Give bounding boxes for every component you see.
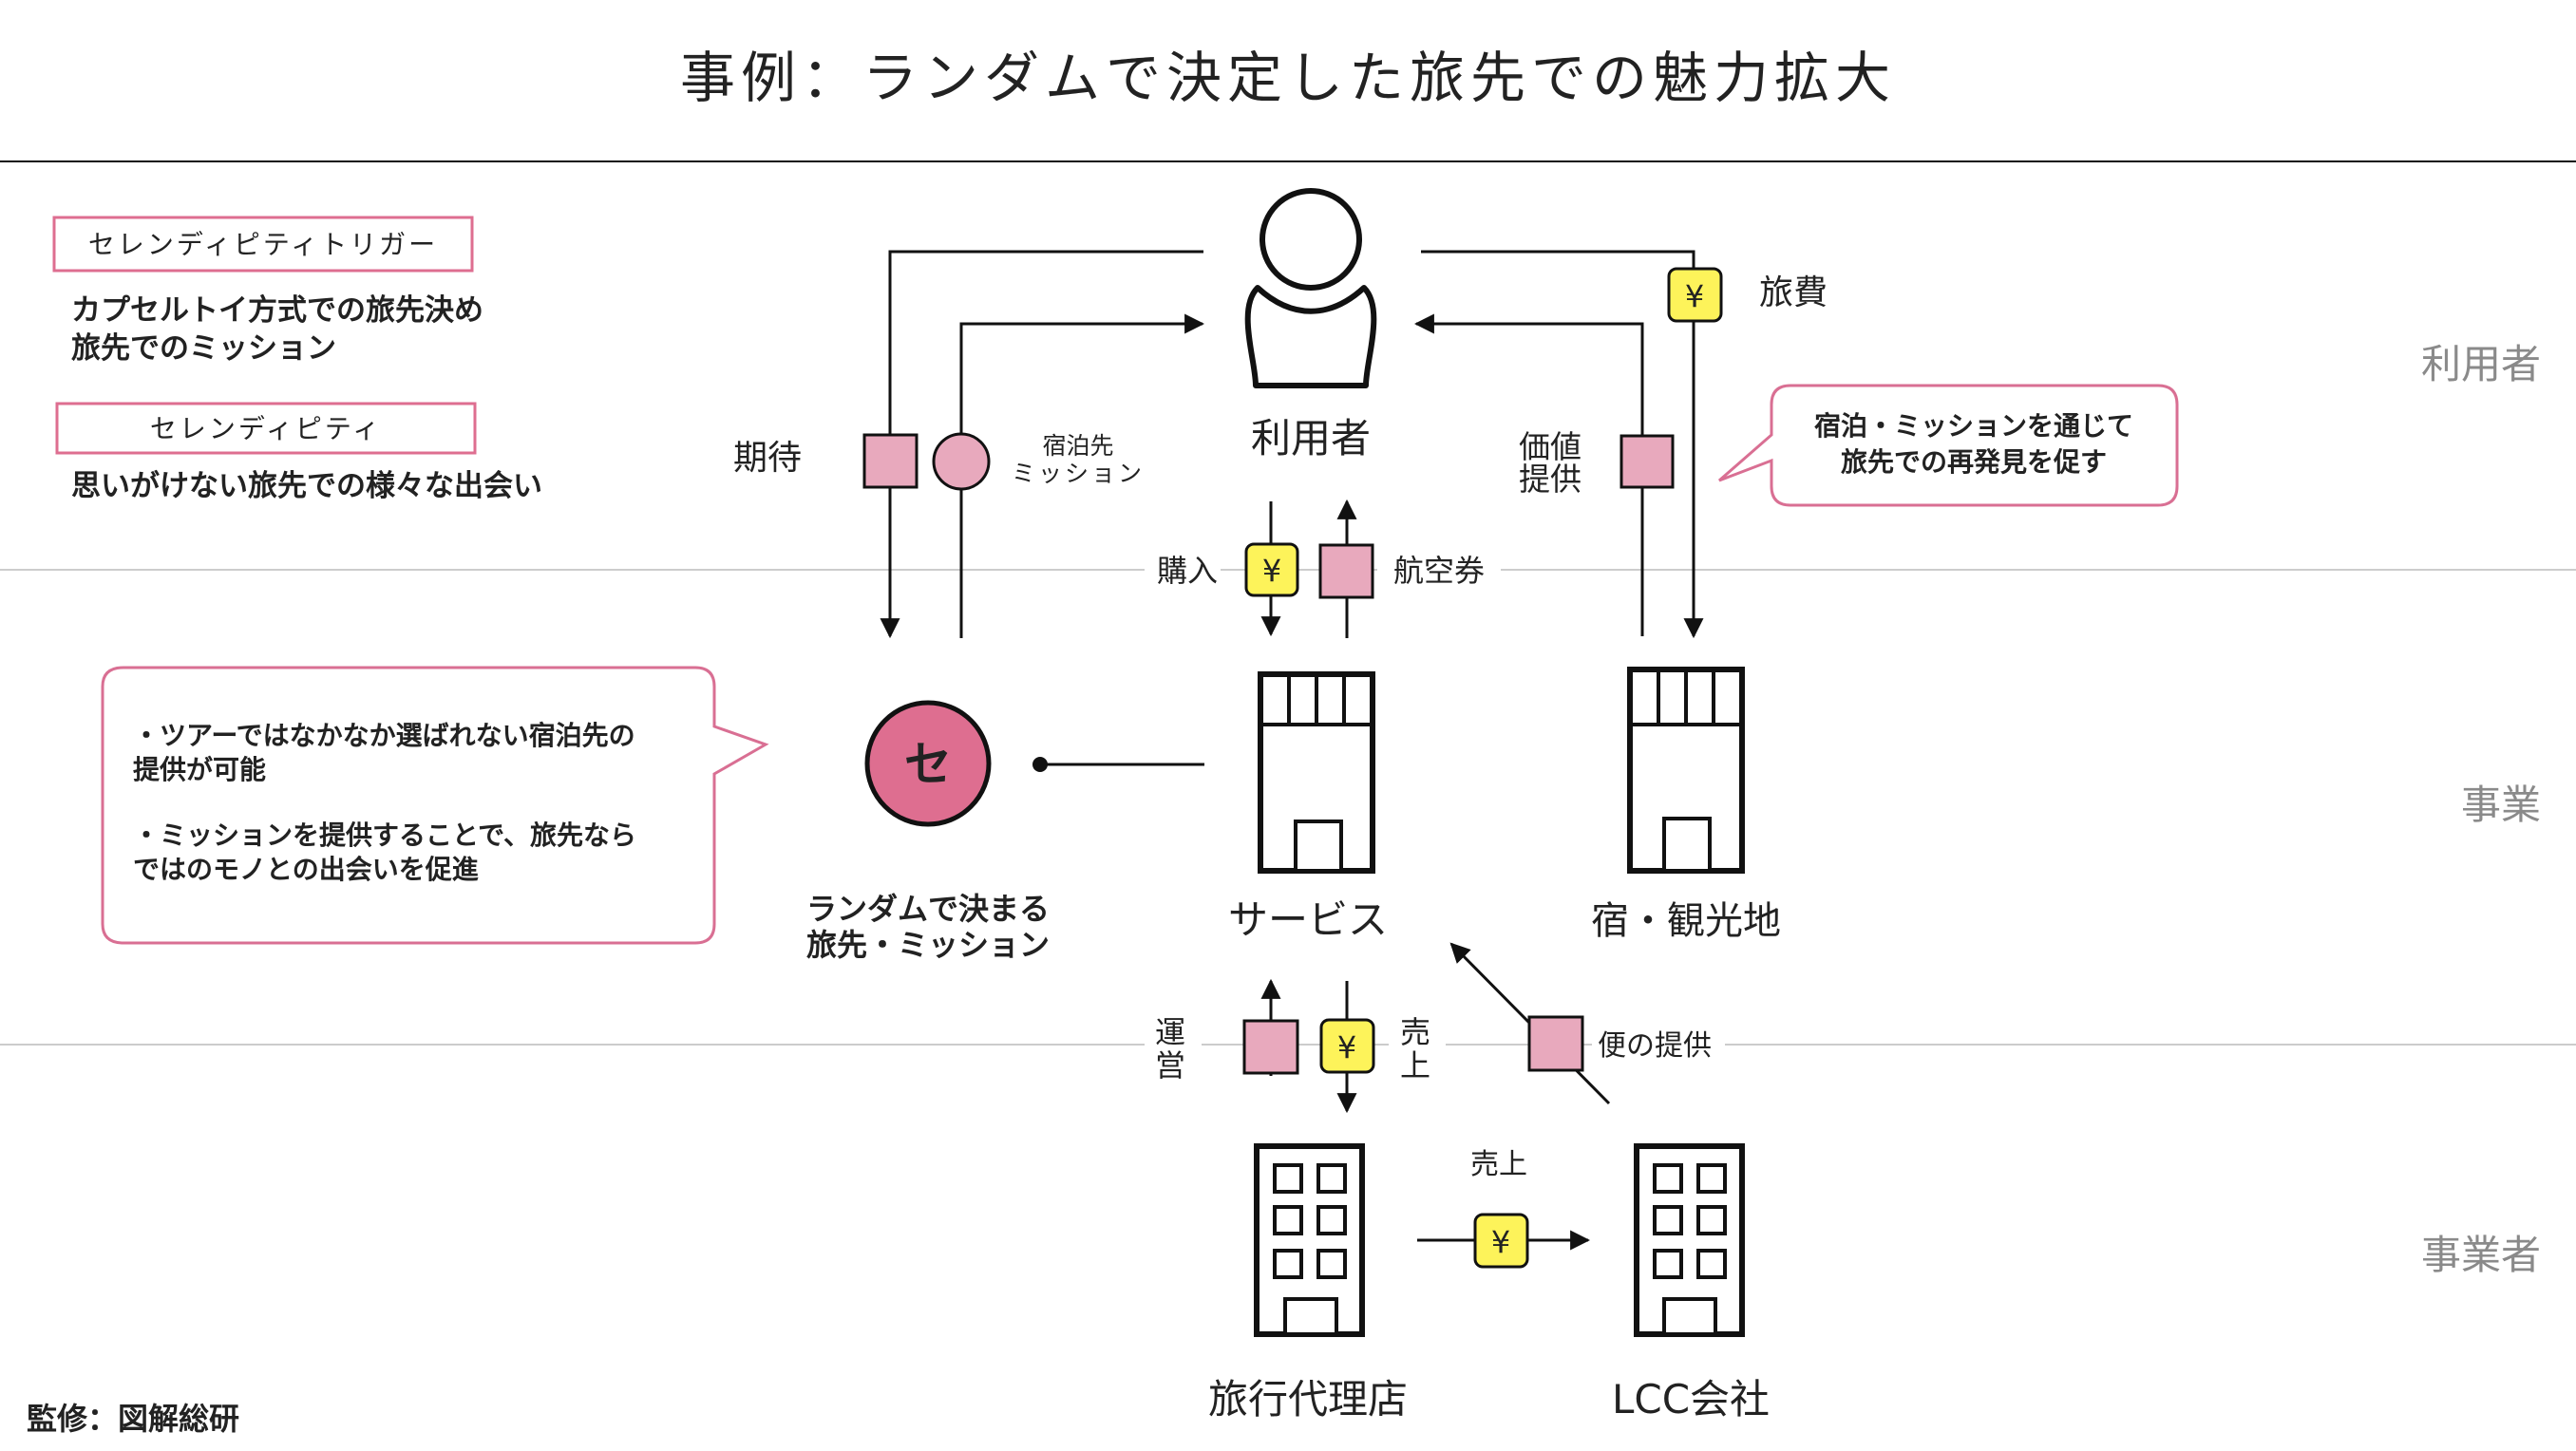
left-callout-line-3: ・ミッションを提供することで、旅先なら bbox=[133, 820, 636, 851]
operation-label-bg bbox=[1145, 1007, 1202, 1083]
flight-label-bg bbox=[1592, 1026, 1725, 1065]
operation-pink-square bbox=[1242, 1019, 1299, 1075]
travel-cost-label: 旅費 bbox=[1759, 273, 1828, 312]
lodging-mission-label-2: ミッション bbox=[1012, 460, 1145, 487]
trigger-line-2: 旅先でのミッション bbox=[71, 331, 336, 366]
right-callout-line-2: 旅先での再発見を促す bbox=[1841, 446, 2107, 478]
right-callout-line-1: 宿泊・ミッションを通じて bbox=[1814, 410, 2133, 442]
lcc-sales-yen-symbol: ¥ bbox=[1491, 1224, 1510, 1260]
left-callout-line-1: ・ツアーではなかなか選ばれない宿泊先の bbox=[133, 720, 635, 751]
random-label-2: 旅先・ミッション bbox=[806, 927, 1050, 963]
layer-label-business: 事業 bbox=[2461, 782, 2541, 828]
air-ticket-label-bg bbox=[1377, 546, 1501, 594]
purchase-label-bg bbox=[1145, 546, 1221, 594]
air-ticket-label: 航空券 bbox=[1393, 553, 1485, 589]
travel-agency-label: 旅行代理店 bbox=[1208, 1376, 1408, 1423]
travel-agency-building-icon bbox=[1254, 1143, 1365, 1337]
page-title: 事例：ランダムで決定した旅先での魅力拡大 bbox=[680, 46, 1896, 110]
user-icon bbox=[1244, 188, 1377, 388]
trigger-tag: セレンディピティトリガー bbox=[88, 229, 438, 260]
service-label: サービス bbox=[1228, 896, 1388, 943]
value-flow-line bbox=[1413, 313, 1644, 636]
trigger-line-1: カプセルトイ方式での旅先決め bbox=[71, 293, 483, 328]
lodging-mission-label-1: 宿泊先 bbox=[1042, 432, 1113, 460]
lodging-label: 宿・観光地 bbox=[1591, 899, 1781, 943]
expectation-flow-line bbox=[880, 250, 1203, 639]
right-callout-bubble bbox=[1718, 384, 2179, 507]
service-sales-label-1: 売 bbox=[1400, 1014, 1430, 1050]
travel-cost-flow-line bbox=[1421, 250, 1704, 639]
left-callout-line-2: 提供が可能 bbox=[133, 754, 266, 785]
expectation-pink-square bbox=[862, 433, 919, 489]
air-ticket-pink-square bbox=[1318, 543, 1374, 599]
trigger-tag-box bbox=[52, 216, 474, 273]
service-building-icon bbox=[1258, 671, 1375, 874]
lcc-sales-label: 売上 bbox=[1470, 1148, 1527, 1181]
lodging-mission-pink-circle bbox=[932, 432, 991, 491]
purchase-yen-symbol: ¥ bbox=[1262, 553, 1281, 589]
expectation-label: 期待 bbox=[733, 439, 802, 478]
serendipity-tag-box bbox=[55, 402, 477, 455]
purchase-yen-badge bbox=[1244, 542, 1299, 597]
purchase-label: 購入 bbox=[1157, 553, 1218, 589]
flight-provision-pink-square bbox=[1527, 1015, 1584, 1072]
serendipity-text: 思いがけない旅先での様々な出会い bbox=[71, 469, 542, 503]
lcc-building-icon bbox=[1634, 1143, 1745, 1337]
service-sales-yen-symbol: ¥ bbox=[1337, 1029, 1356, 1065]
travel-cost-yen-symbol: ¥ bbox=[1685, 278, 1704, 314]
sales-label-bg bbox=[1389, 1007, 1446, 1083]
travel-cost-yen-badge bbox=[1667, 267, 1723, 323]
left-callout-bubble bbox=[101, 666, 769, 945]
left-callout-line-4: ではのモノとの出会いを促進 bbox=[133, 854, 479, 885]
lodging-mission-flow-line bbox=[959, 313, 1205, 638]
user-label: 利用者 bbox=[1251, 415, 1371, 462]
value-label-1: 価値 bbox=[1519, 428, 1582, 465]
value-pink-square bbox=[1619, 434, 1675, 489]
footer-credit: 監修：図解総研 bbox=[27, 1401, 239, 1437]
lcc-sales-yen-badge bbox=[1473, 1213, 1529, 1269]
serendipity-symbol: セ bbox=[904, 737, 952, 792]
layer-label-user: 利用者 bbox=[2421, 341, 2541, 387]
service-sales-label-2: 上 bbox=[1400, 1047, 1430, 1084]
operation-label-1: 運 bbox=[1155, 1014, 1185, 1050]
serendipity-tag: セレンディピティ bbox=[150, 413, 382, 444]
operation-label-2: 営 bbox=[1155, 1047, 1185, 1084]
random-label-1: ランダムで決まる bbox=[806, 891, 1050, 927]
layer-label-operator: 事業者 bbox=[2421, 1232, 2541, 1278]
flight-provision-label: 便の提供 bbox=[1598, 1029, 1712, 1063]
service-sales-yen-badge bbox=[1319, 1018, 1375, 1074]
lodging-building-icon bbox=[1627, 667, 1745, 874]
lcc-label: LCC会社 bbox=[1612, 1376, 1770, 1423]
value-label-2: 提供 bbox=[1519, 461, 1582, 498]
serendipity-symbol-circle bbox=[864, 700, 992, 827]
